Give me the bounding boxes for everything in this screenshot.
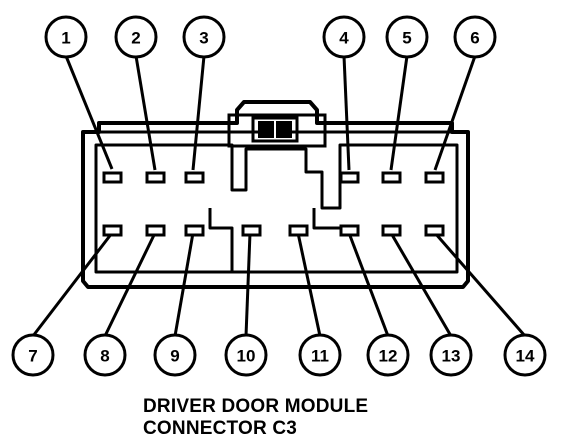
pin-slot-4 — [339, 171, 360, 184]
pin-slot-5 — [381, 171, 402, 184]
callout-circle-5 — [385, 15, 429, 59]
diagram-caption-line-1: DRIVER DOOR MODULE — [143, 396, 369, 417]
pin-slot-12 — [339, 224, 360, 237]
pin-slot-11 — [288, 224, 309, 237]
pin-slot-8 — [145, 224, 166, 237]
pin-number-8: 8 — [100, 347, 109, 366]
pin-number-12: 12 — [379, 347, 398, 366]
pin-slot-2 — [145, 171, 166, 184]
pin-number-3: 3 — [199, 29, 208, 48]
pin-slot-3 — [184, 171, 205, 184]
pin-slot-10 — [241, 224, 262, 237]
pin-number-7: 7 — [28, 347, 37, 366]
pin-number-4: 4 — [339, 29, 349, 48]
pin-number-9: 9 — [170, 347, 179, 366]
callout-circle-14 — [503, 333, 547, 377]
pin-slots — [102, 171, 445, 237]
callout-circle-11 — [298, 333, 342, 377]
callout-circle-9 — [153, 333, 197, 377]
callout-circle-1 — [44, 15, 88, 59]
pin-slot-7 — [102, 224, 123, 237]
pin-number-6: 6 — [470, 29, 479, 48]
pin-slot-9 — [184, 224, 205, 237]
callout-circle-6 — [453, 15, 497, 59]
pin-number-5: 5 — [402, 29, 411, 48]
callout-circle-13 — [429, 333, 473, 377]
pin-slot-1 — [102, 171, 123, 184]
callout-circle-2 — [114, 15, 158, 59]
callout-circle-10 — [224, 333, 268, 377]
pin-slot-6 — [424, 171, 445, 184]
pin-numbers: 1 2 3 4 5 6 7 8 9 10 11 12 13 14 — [28, 29, 535, 366]
latch — [227, 113, 327, 148]
callout-circle-7 — [11, 333, 55, 377]
diagram-caption-line-2: CONNECTOR C3 — [143, 418, 298, 439]
pin-slot-14 — [424, 224, 445, 237]
leader-lines — [31, 55, 527, 337]
pin-number-14: 14 — [516, 347, 535, 366]
callout-circle-3 — [182, 15, 226, 59]
pin-slot-13 — [381, 224, 402, 237]
pin-number-1: 1 — [61, 29, 70, 48]
callout-circle-4 — [322, 15, 366, 59]
callout-circle-12 — [366, 333, 410, 377]
pin-number-10: 10 — [237, 347, 256, 366]
connector-housing — [81, 100, 470, 289]
pin-callouts — [11, 15, 547, 377]
pin-number-2: 2 — [131, 29, 140, 48]
pin-number-11: 11 — [311, 347, 329, 366]
callout-circle-8 — [83, 333, 127, 377]
pin-number-13: 13 — [442, 347, 461, 366]
